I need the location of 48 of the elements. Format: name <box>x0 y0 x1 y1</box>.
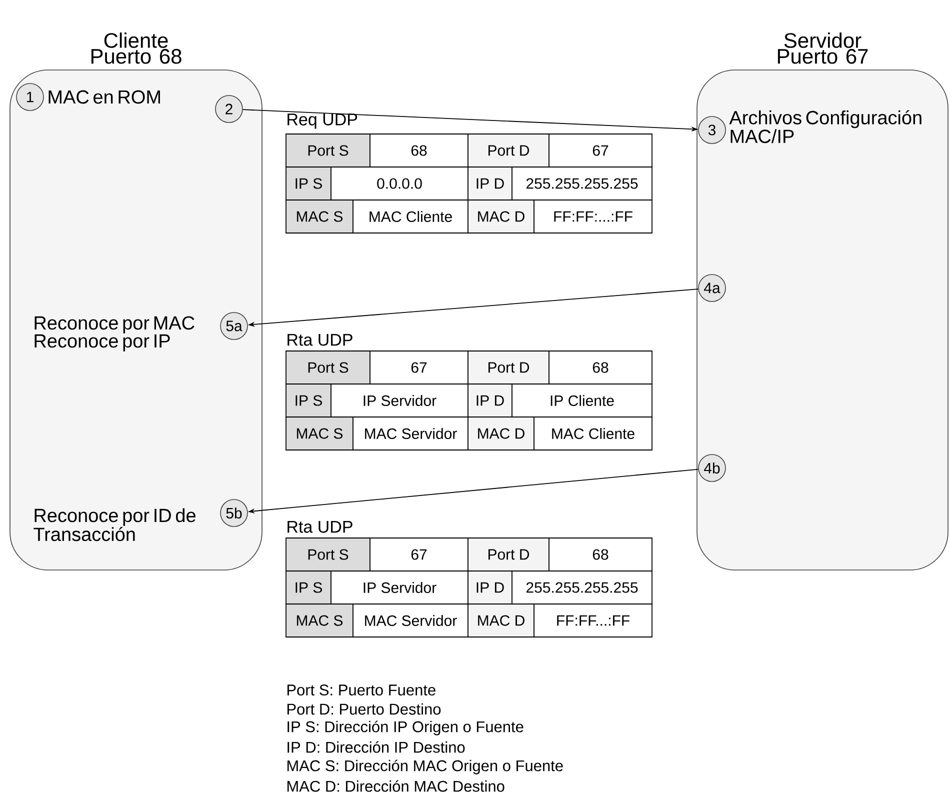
table-cell: MAC Servidor <box>352 604 468 638</box>
table-cell: MAC D <box>468 416 534 450</box>
table-cell: 0.0.0.0 <box>330 166 468 200</box>
panel-heading: Cliente Puerto 68 <box>91 32 182 64</box>
table-cell: Port D <box>468 350 550 384</box>
step-label: MAC en ROM <box>48 90 160 104</box>
step-label: Reconoce por ID de Transacción <box>34 508 196 542</box>
table-cell: 255.255.255.255 <box>512 166 652 200</box>
table-cell: FF:FF:...:FF <box>534 200 652 234</box>
note-text: MAC S: Dirección MAC Origen o Fuente <box>287 760 563 774</box>
note-text: MAC D: Dirección MAC Destino <box>287 780 504 792</box>
table-cell: Port D <box>468 538 550 572</box>
step-label: Reconoce por MAC Reconoce por IP <box>34 316 194 352</box>
table-cell: 67 <box>548 134 652 168</box>
table-cell: IP D <box>468 570 512 604</box>
table-cell: IP S <box>286 570 332 604</box>
table-cell: MAC S <box>286 416 354 450</box>
step-label: Archivos Configuración MAC/IP <box>729 110 922 144</box>
table-cell: Port S <box>286 350 370 384</box>
table-cell: 68 <box>548 350 652 384</box>
table-cell: IP D <box>468 384 512 418</box>
table-cell: Port D <box>468 134 550 168</box>
table-cell: IP D <box>468 166 512 200</box>
note-text: IP S: Dirección IP Origen o Fuente <box>288 720 524 736</box>
table-cell: MAC D <box>468 200 534 234</box>
table-cell: MAC D <box>468 604 534 638</box>
table-cell: 67 <box>370 538 468 572</box>
table-cell: MAC Servidor <box>352 416 468 450</box>
table-cell: MAC Cliente <box>534 416 652 450</box>
table-cell: 67 <box>370 350 468 384</box>
table-cell: MAC S <box>286 604 354 638</box>
table-cell: 68 <box>370 134 468 168</box>
table-cell: 68 <box>548 538 652 572</box>
table-cell: IP Servidor <box>330 384 468 418</box>
table-cell: IP Servidor <box>330 570 468 604</box>
table-cell: Port S <box>286 134 370 168</box>
table-cell: MAC S <box>286 200 354 234</box>
note-text: Port D: Puerto Destino <box>287 703 441 715</box>
note-text: Port S: Puerto Fuente <box>287 684 436 696</box>
table-cell: 255.255.255.255 <box>512 570 652 604</box>
table-cell: FF:FF...:FF <box>534 604 652 638</box>
note-text: IP D: Dirección IP Destino <box>288 741 465 753</box>
panel-heading: Servidor Puerto 67 <box>778 32 868 64</box>
table-cell: IP S <box>286 384 332 418</box>
table-cell: Port S <box>286 538 370 572</box>
table-cell: MAC Cliente <box>352 200 468 234</box>
table-cell: IP Cliente <box>512 384 652 418</box>
table-cell: IP S <box>286 166 332 200</box>
